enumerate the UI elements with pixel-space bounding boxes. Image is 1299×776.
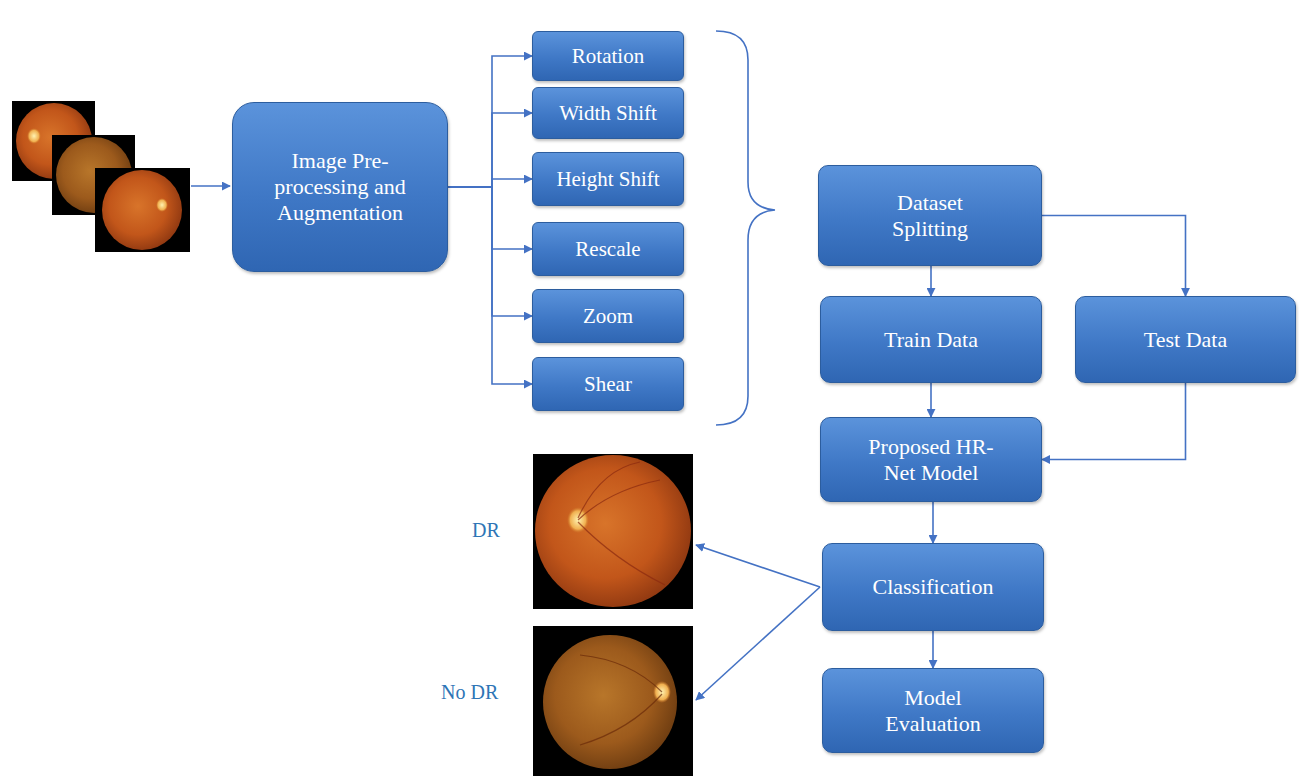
flow-arrow xyxy=(448,187,532,384)
node-label: Zoom xyxy=(583,304,633,329)
augmentation-box: Zoom xyxy=(532,289,684,343)
node-label: Shear xyxy=(584,372,632,397)
process-box: Classification xyxy=(822,543,1044,631)
augmentation-box: Width Shift xyxy=(532,87,684,139)
flow-arrow xyxy=(448,179,532,187)
node-label: Dataset Splitting xyxy=(865,190,995,242)
fundus-background xyxy=(533,454,693,609)
optic-disc xyxy=(156,198,168,212)
class-label: No DR xyxy=(441,681,498,704)
result-arrow xyxy=(696,587,820,700)
augmentation-box: Height Shift xyxy=(532,152,684,206)
flow-arrow xyxy=(1042,383,1186,460)
class-label: DR xyxy=(472,519,500,542)
preprocessing-box: Image Pre-processing and Augmentation xyxy=(232,102,448,272)
flow-arrow xyxy=(448,187,532,316)
dr-fundus-image xyxy=(533,454,693,609)
augmentation-box: Rescale xyxy=(532,222,684,276)
flow-arrow xyxy=(1042,216,1186,297)
retinal-vessels xyxy=(578,462,665,585)
node-label: Rotation xyxy=(572,44,644,69)
flow-arrow xyxy=(448,56,532,187)
augmentation-box: Rotation xyxy=(532,31,684,81)
augmentation-brace xyxy=(716,31,775,425)
model-box: Proposed HR-Net Model xyxy=(820,417,1042,502)
result-arrow xyxy=(696,545,820,587)
process-box: Dataset Splitting xyxy=(818,165,1042,266)
flow-arrow xyxy=(448,187,532,249)
flow-arrow xyxy=(930,383,932,417)
data-box: Train Data xyxy=(820,296,1042,383)
flow-arrow xyxy=(932,502,934,543)
node-label: Model Evaluation xyxy=(868,685,998,737)
fundus-retina xyxy=(535,455,691,607)
node-label: Image Pre-processing and Augmentation xyxy=(250,148,430,226)
node-label: Rescale xyxy=(575,237,640,262)
optic-disc xyxy=(27,128,41,144)
flow-arrow xyxy=(930,266,932,296)
node-label: Train Data xyxy=(884,327,978,353)
flow-arrow xyxy=(448,113,532,187)
process-box: Model Evaluation xyxy=(822,668,1044,753)
fundus-retina xyxy=(102,170,182,250)
node-label: Classification xyxy=(873,574,994,600)
fundus-background xyxy=(533,626,693,776)
augmentation-box: Shear xyxy=(532,357,684,411)
node-label: Height Shift xyxy=(556,167,659,192)
input-fundus-stack xyxy=(12,101,190,252)
data-box: Test Data xyxy=(1075,296,1296,383)
input-arrow xyxy=(191,185,230,187)
node-label: Test Data xyxy=(1144,327,1227,353)
node-label: Width Shift xyxy=(559,101,657,126)
node-label: Proposed HR-Net Model xyxy=(856,434,1006,486)
flow-arrow xyxy=(932,631,934,668)
retinal-vessels xyxy=(580,655,662,745)
fundus-background xyxy=(95,168,190,252)
fundus-retina xyxy=(543,635,677,769)
no-dr-fundus-image xyxy=(533,626,693,776)
